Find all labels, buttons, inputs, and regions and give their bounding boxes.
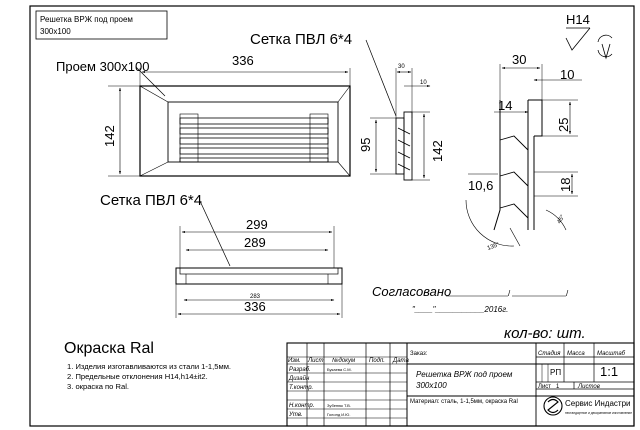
- title-stamp: Изм. Лист №докум Подп. Дата Разраб. Бука…: [286, 342, 635, 427]
- bottom-view: Сетка ПВЛ 6*4 299 289 283 336: [100, 192, 343, 318]
- stamp-role-design: Дизайн: [288, 375, 310, 382]
- stamp-sheet-label: Лист: [538, 384, 551, 390]
- stamp-sheet-number: 1: [556, 384, 560, 390]
- roughness-label: H14: [566, 12, 590, 27]
- detail-dim-10: 10: [560, 67, 574, 82]
- stamp-role-developer: Разраб.: [289, 367, 311, 373]
- detail-angle-135: 135°: [487, 242, 501, 252]
- side-height-inner: 95: [358, 138, 373, 152]
- stamp-name-approved: Голонд И.Ю.: [327, 412, 350, 417]
- detail-dim-30: 30: [512, 52, 526, 67]
- stamp-header-izm: Изм.: [288, 358, 301, 364]
- title-line-2: 300х100: [40, 27, 71, 36]
- approval-slash-1: /: [508, 289, 511, 298]
- stamp-material: Материал: сталь, 1-1,5мм, окраска Ral: [410, 399, 518, 405]
- stamp-stage-label: Стадия: [538, 351, 561, 357]
- note-item: 1. Изделия изготавливаются из стали 1-1,…: [67, 362, 232, 371]
- front-height-dim: 142: [102, 125, 117, 147]
- side-dim-30: 30: [398, 64, 405, 70]
- stamp-header-doc: №докум: [332, 357, 355, 364]
- bottom-dim-299: 299: [246, 217, 268, 232]
- company-name: Сервис Индастри: [565, 399, 630, 408]
- approval-date: "____"___________2016г.: [412, 305, 508, 314]
- company-subtitle: нестандартное и декоративное изготовлени…: [565, 411, 632, 415]
- side-height-outer: 142: [430, 140, 445, 162]
- detail-dim-25: 25: [556, 118, 571, 132]
- stamp-header-sign: Подп.: [369, 358, 385, 364]
- detail-dim-14: 14: [498, 98, 512, 113]
- side-mesh-label: Сетка ПВЛ 6*4: [250, 31, 352, 48]
- quantity-label: кол-во: шт.: [504, 325, 586, 342]
- stamp-role-tcontrol: Т.контр.: [289, 385, 313, 391]
- opening-label: Проем 300х100: [56, 59, 149, 74]
- title-box: Решетка ВРЖ под проем 300х100: [35, 10, 168, 40]
- stamp-header-list: Лист: [307, 358, 323, 364]
- bottom-dim-336: 336: [244, 299, 266, 314]
- approval-block: Согласовано / / "____"___________2016г.: [372, 284, 569, 314]
- stamp-header-date: Дата: [392, 358, 409, 364]
- detail-view: 30 10 14 25 10,6 18 45° 13: [465, 52, 582, 252]
- side-view: Сетка ПВЛ 6*4 30 10 95 142: [250, 31, 445, 181]
- stamp-name-developer: Букаева С.М.: [327, 367, 352, 372]
- detail-angle-45: 45°: [557, 214, 567, 225]
- detail-dim-10-6: 10,6: [468, 178, 493, 193]
- stamp-sheets-label: Листов: [577, 384, 600, 390]
- stamp-product-name-2: 300х100: [416, 381, 447, 390]
- detail-slats: [499, 135, 529, 219]
- bottom-dim-283: 283: [250, 294, 261, 300]
- approval-label: Согласовано: [372, 284, 451, 299]
- front-outer-frame: [139, 85, 351, 177]
- note-item: 3. окраска по Ral.: [67, 382, 130, 391]
- stamp-stage-value: РП: [550, 368, 561, 377]
- approval-slash-2: /: [566, 289, 569, 298]
- side-dim-10: 10: [420, 80, 427, 86]
- company-logo: Сервис Индастри нестандартное и декорати…: [543, 396, 632, 416]
- detail-dim-18: 18: [558, 178, 573, 192]
- front-view: Проем 300х100 336 142: [56, 53, 351, 177]
- stamp-scale-label: Масштаб: [597, 351, 626, 357]
- front-inner-frame: [167, 101, 339, 163]
- stamp-name-ncontrol: Зубенюк Т.В.: [327, 403, 351, 408]
- title-line-1: Решетка ВРЖ под проем: [40, 15, 133, 24]
- stamp-mass-label: Масса: [567, 351, 585, 357]
- paint-label: Окраска Ral: [64, 340, 154, 357]
- stamp-order-label: Заказ:: [410, 351, 428, 357]
- stamp-scale-value: 1:1: [600, 364, 618, 379]
- roughness-symbol: H14: [565, 12, 613, 60]
- bottom-mesh-label: Сетка ПВЛ 6*4: [100, 192, 202, 209]
- stamp-role-approved: Утв.: [288, 412, 303, 418]
- notes-list: 1. Изделия изготавливаются из стали 1-1,…: [67, 362, 231, 392]
- bottom-dim-289: 289: [244, 235, 266, 250]
- front-width-dim: 336: [232, 53, 254, 68]
- note-item: 2. Предельные отклонения H14,h14±it2.: [67, 372, 208, 381]
- stamp-product-name-1: Решетка ВРЖ под проем: [416, 370, 513, 379]
- stamp-role-ncontrol: Н.контр.: [289, 403, 314, 409]
- louver-slats: [179, 113, 329, 163]
